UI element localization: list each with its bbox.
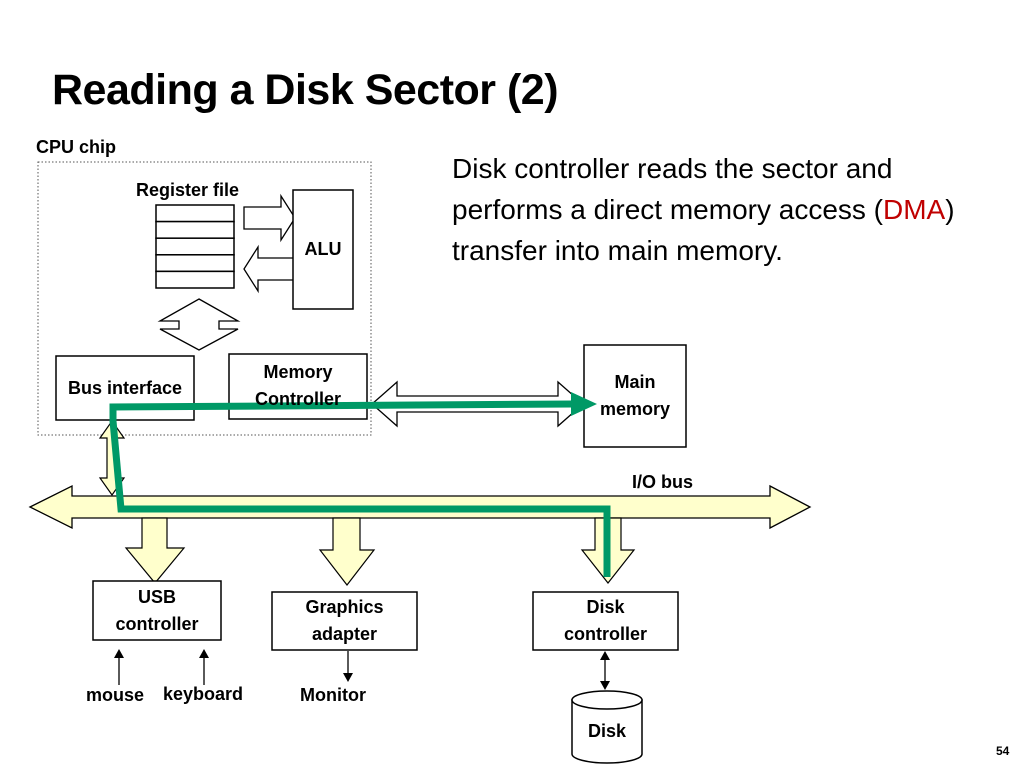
usb-controller-box (92, 580, 222, 641)
disk-arrow (600, 651, 610, 690)
monitor-arrow (343, 651, 353, 682)
register-file (155, 204, 235, 289)
usb-controller-label: USB controller (115, 586, 199, 634)
disk-controller-box (532, 591, 679, 651)
regfile-to-alu-arrow (243, 193, 296, 243)
disk-label: Disk (587, 720, 627, 741)
dma-path (109, 400, 611, 577)
disk-cylinder (571, 690, 643, 764)
graphics-adapter-box (271, 591, 418, 651)
slide-title: Reading a Disk Sector (2) (52, 66, 559, 114)
description-text: Disk controller reads the sector and per… (452, 148, 955, 271)
main-memory-box (583, 344, 687, 448)
alu-to-regfile-arrow (243, 244, 296, 294)
cpu-chip-label: CPU chip (36, 137, 117, 157)
dma-highlight: DMA (883, 194, 946, 225)
main-memory-label: Main memory (599, 372, 671, 419)
input-arrows (114, 649, 209, 685)
description-line-2-post: ) (945, 194, 955, 225)
keyboard-label: keyboard (163, 684, 244, 704)
regfile-bus-double-arrow (157, 298, 241, 351)
alu-label: ALU (304, 239, 342, 259)
mouse-label: mouse (86, 685, 145, 705)
register-file-label: Register file (136, 180, 240, 200)
usb-bus-arrow (124, 517, 186, 584)
graphics-bus-arrow (318, 517, 376, 586)
bus-interface-label: Bus interface (67, 377, 183, 398)
disk-controller-label: Disk controller (563, 597, 647, 644)
memory-controller-label: Memory Controller (254, 362, 341, 409)
io-bus-label: I/O bus (632, 472, 694, 492)
description-line-2: performs a direct memory access (DMA) (452, 189, 955, 230)
bus-interface-connector (98, 419, 126, 497)
page-number: 54 (996, 744, 1010, 758)
graphics-adapter-label: Graphics adapter (305, 597, 384, 644)
dma-path-arrowhead (571, 392, 597, 416)
description-line-2-pre: performs a direct memory access ( (452, 194, 883, 225)
cpu-chip-boundary (37, 161, 372, 436)
description-line-3: transfer into main memory. (452, 235, 783, 266)
alu-box (292, 189, 354, 310)
monitor-label: Monitor (300, 685, 366, 705)
description-line-1: Disk controller reads the sector and (452, 153, 893, 184)
